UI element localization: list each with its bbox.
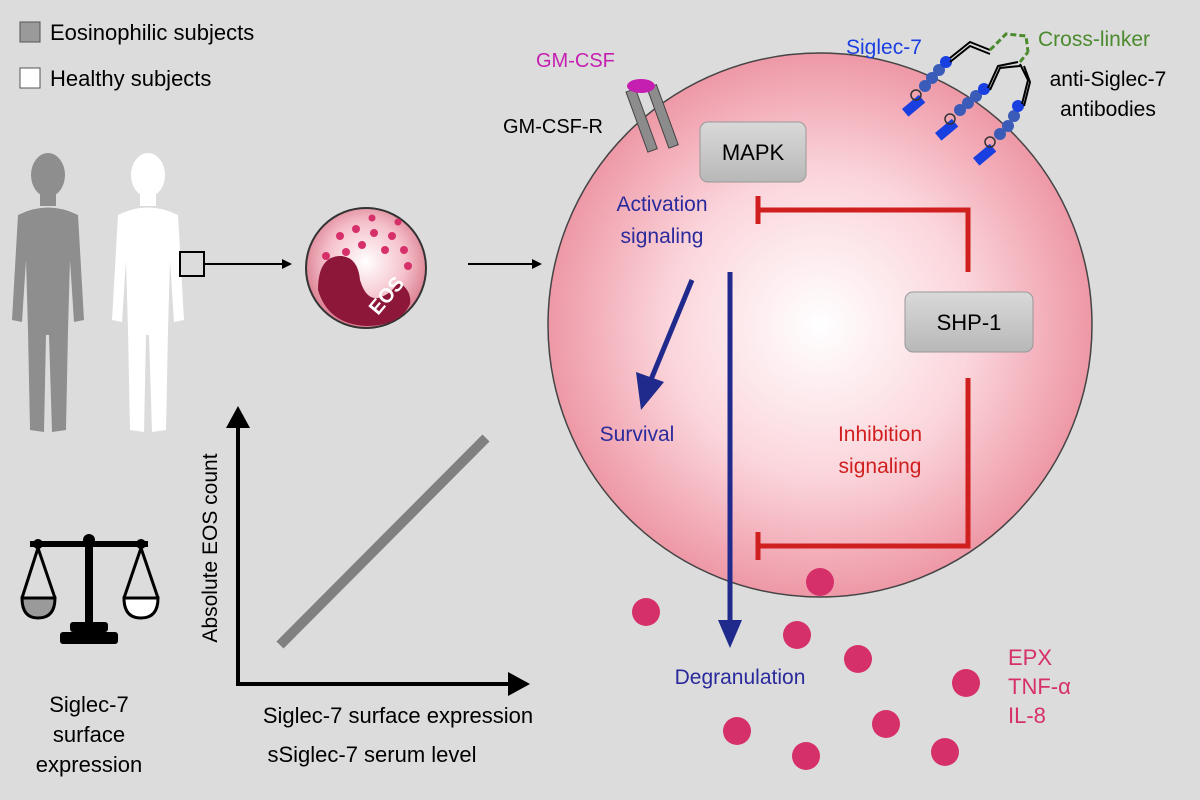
shp1-label: SHP-1: [937, 310, 1002, 335]
mediator-epx: EPX: [1008, 645, 1052, 670]
healthy-subject-silhouette: [112, 153, 184, 432]
siglec-7-label: Siglec-7: [846, 36, 922, 59]
cross-linker-label: Cross-linker: [1038, 28, 1150, 51]
degranulation-label: Degranulation: [675, 666, 806, 689]
granule: [792, 742, 820, 770]
antibodies-label-line-1: anti-Siglec-7: [1050, 68, 1167, 91]
balance-label-line-2: surface: [53, 722, 125, 747]
siglec-7-receptor-3: [973, 100, 1024, 166]
balance-pan-healthy: [122, 596, 160, 620]
granule: [931, 738, 959, 766]
eosinophil-icon: EOS: [305, 207, 427, 329]
granule: [806, 568, 834, 596]
eosinophil-cell: [547, 52, 1093, 598]
plot-x-label-1: Siglec-7 surface expression: [263, 703, 533, 728]
balance-pan-eosinophilic: [20, 596, 57, 620]
granule: [872, 710, 900, 738]
legend-label-healthy: Healthy subjects: [50, 66, 211, 91]
plot-y-label: Absolute EOS count: [199, 453, 222, 642]
granule: [844, 645, 872, 673]
siglec-7-receptor-1: [902, 56, 952, 117]
inhibition-path-upper: [758, 207, 971, 272]
released-granules: [632, 568, 980, 770]
blood-sample-box: [179, 251, 205, 277]
gm-csf-ligand: [627, 79, 655, 93]
inhibition-path-lower: [758, 378, 971, 549]
gm-csf-label: GM-CSF: [536, 50, 615, 72]
correlation-line: [276, 434, 490, 649]
eosinophilic-subject-silhouette: [12, 153, 84, 432]
activation-label-line-1: Activation: [616, 193, 707, 216]
legend: Eosinophilic subjects Healthy subjects: [19, 20, 254, 91]
degranulation-arrowhead: [718, 620, 742, 648]
mapk-label: MAPK: [722, 140, 785, 165]
survival-label: Survival: [600, 423, 675, 446]
granule: [632, 598, 660, 626]
siglec-7-receptors: [902, 56, 1024, 166]
balance-label-line-1: Siglec-7: [49, 692, 128, 717]
granule: [783, 621, 811, 649]
mediator-il-8: IL-8: [1008, 703, 1046, 728]
siglec-7-receptor-2: [935, 83, 990, 141]
plot-x-label-2: sSiglec-7 serum level: [267, 742, 476, 767]
inhibition-label-line-1: Inhibition: [838, 423, 922, 446]
plot-y-axis-arrowhead: [226, 406, 250, 428]
granule: [723, 717, 751, 745]
correlation-plot: Absolute EOS count Siglec-7 surface expr…: [199, 406, 533, 767]
activation-label-line-2: signaling: [621, 225, 704, 248]
inhibition-label-line-2: signaling: [839, 455, 922, 478]
balance-scale-icon: [20, 534, 160, 644]
legend-swatch-eosinophilic: [19, 21, 41, 43]
survival-arrowhead: [636, 372, 664, 410]
antibodies-label-line-2: antibodies: [1060, 98, 1156, 121]
mapk-box: [699, 121, 807, 183]
shp1-box: [904, 291, 1034, 353]
gm-csf-r-label: GM-CSF-R: [503, 116, 603, 138]
cross-linker: [988, 32, 1030, 63]
plot-x-axis-arrowhead: [508, 672, 530, 696]
mediator-tnf-alpha: TNF-α: [1008, 674, 1071, 699]
legend-label-eosinophilic: Eosinophilic subjects: [50, 20, 254, 45]
legend-swatch-healthy: [19, 67, 41, 89]
granule: [952, 669, 980, 697]
anti-siglec-7-antibodies: [949, 40, 1032, 107]
balance-label-line-3: expression: [36, 752, 142, 777]
survival-arrow-shaft: [647, 279, 695, 383]
